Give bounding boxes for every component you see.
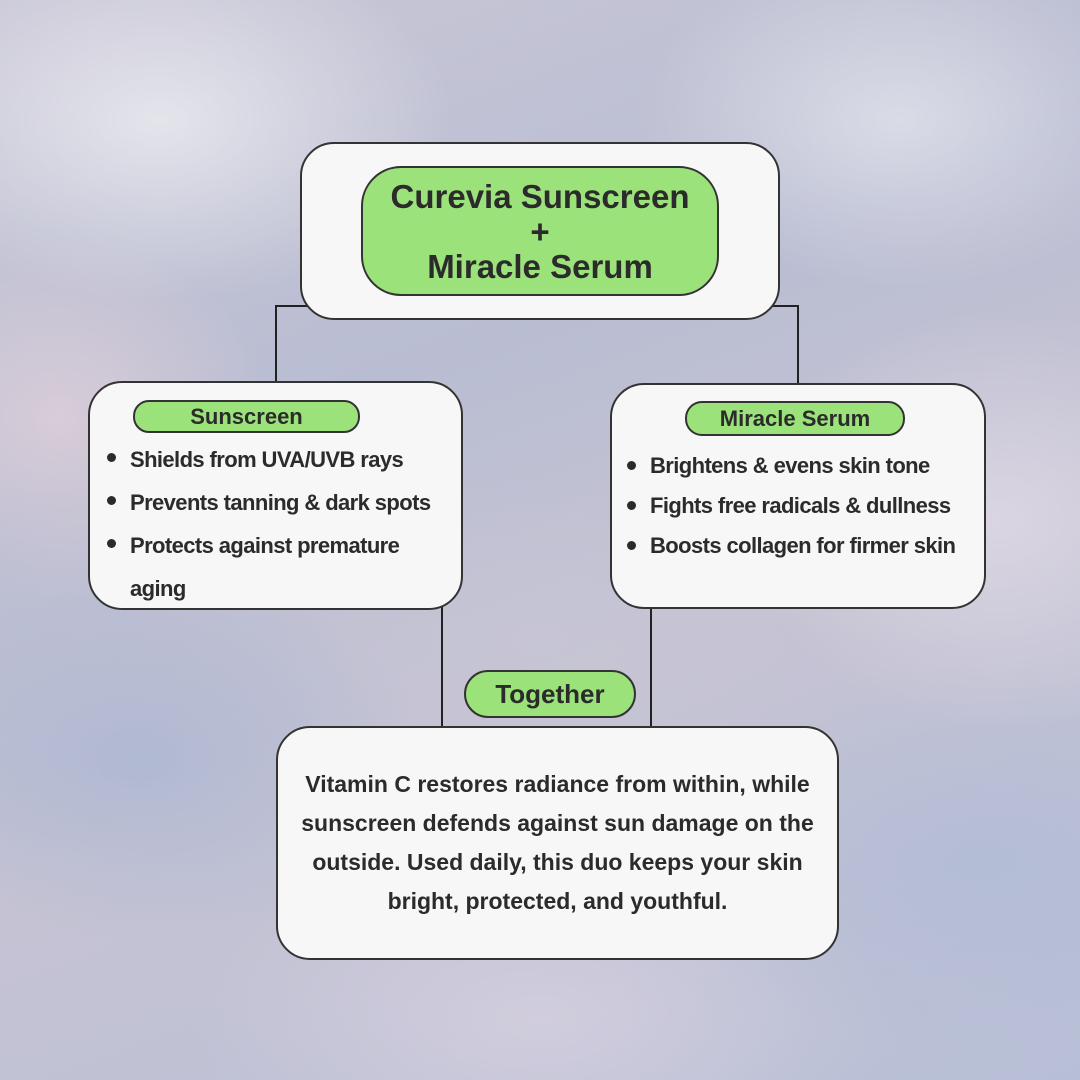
serum-benefit: Brightens & evens skin tone	[624, 446, 980, 486]
together-summary-text: Vitamin C restores radiance from within,…	[301, 771, 814, 914]
together-summary-card: Vitamin C restores radiance from within,…	[276, 726, 839, 960]
sunscreen-benefits-list: Shields from UVA/UVB rays Prevents tanni…	[104, 438, 460, 610]
sunscreen-benefit: Protects against premature aging	[104, 524, 460, 610]
title-line-1: Curevia Sunscreen	[390, 177, 690, 215]
together-heading: Together	[464, 670, 636, 718]
title-pill: Curevia Sunscreen + Miracle Serum	[361, 166, 719, 296]
sunscreen-benefit: Shields from UVA/UVB rays	[104, 438, 460, 481]
serum-benefit: Boosts collagen for firmer skin	[624, 526, 980, 566]
title-line-3: Miracle Serum	[427, 247, 653, 285]
sunscreen-benefit: Prevents tanning & dark spots	[104, 481, 460, 524]
title-line-2: +	[530, 212, 550, 250]
sunscreen-heading: Sunscreen	[133, 400, 360, 433]
serum-benefit: Fights free radicals & dullness	[624, 486, 980, 526]
serum-benefits-list: Brightens & evens skin tone Fights free …	[624, 446, 980, 566]
serum-heading: Miracle Serum	[685, 401, 905, 436]
